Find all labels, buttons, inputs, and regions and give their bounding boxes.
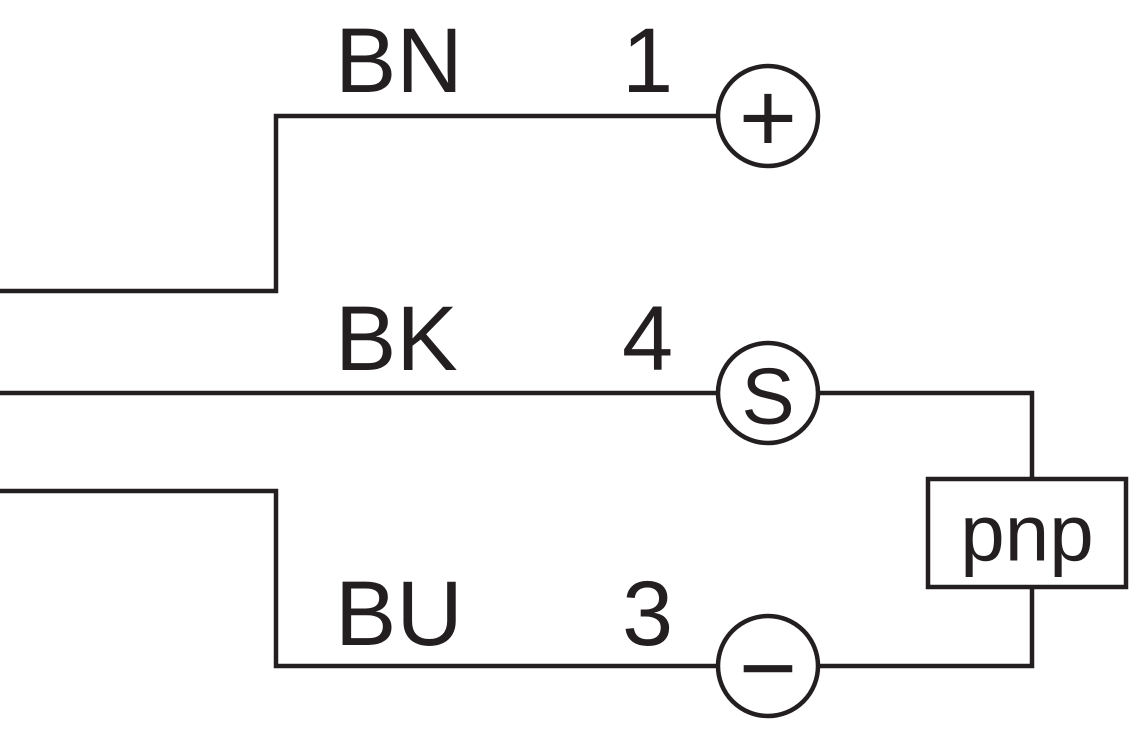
pnp-box-label: pnp: [960, 489, 1093, 578]
wire-bn-path: [0, 113, 718, 294]
plus-terminal-circle: [715, 63, 821, 169]
wire-bn-color-label: BN: [335, 10, 463, 112]
wire-bu-path: [0, 488, 718, 669]
pnp-box: [925, 476, 1129, 590]
pnp-output-block: pnp: [925, 476, 1129, 590]
minus-terminal-icon: −: [739, 612, 797, 724]
wire-bn-pin-label: 1: [622, 10, 673, 112]
wire-bk: BK 4 S: [0, 288, 1035, 479]
wire-bu-color-label: BU: [335, 563, 463, 665]
wire-bu-pin-label: 3: [622, 563, 673, 665]
plus-terminal-icon: +: [739, 62, 797, 174]
wire-bu: BU 3 −: [0, 488, 1035, 724]
wire-bk-pin-label: 4: [622, 288, 673, 390]
signal-to-pnp-path: [818, 390, 1035, 479]
minus-to-pnp-path: [818, 587, 1035, 669]
wire-bn: BN 1 +: [0, 10, 821, 294]
wire-bk-color-label: BK: [335, 288, 458, 390]
signal-terminal-icon: S: [741, 352, 794, 441]
